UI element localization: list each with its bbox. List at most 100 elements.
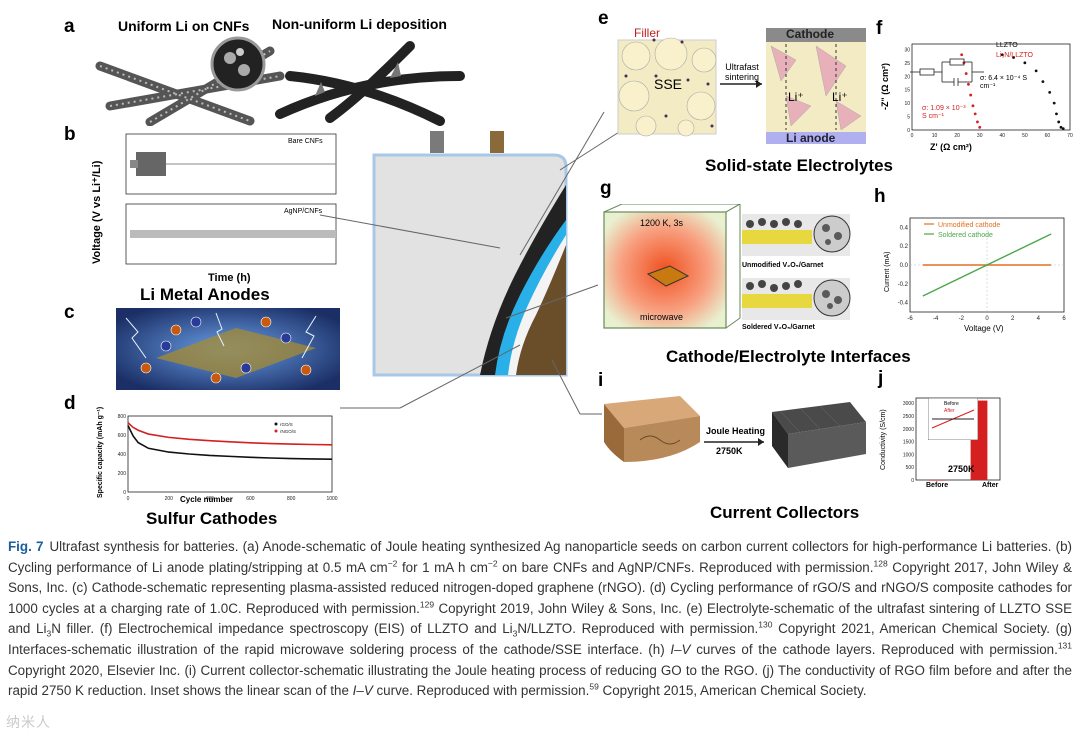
panel-h-xtick-2: -2 [959,316,965,322]
panel-j-label: j [878,368,884,389]
panel-h-ytick-3: -0.2 [898,282,909,288]
panel-f-point-0-3 [1034,69,1038,73]
caption-part-7: 129 [419,599,435,610]
panel-d-ytick-4: 0 [123,490,126,496]
panel-h-xtick-1: -4 [933,316,939,322]
caption-body: Ultrafast synthesis for batteries. (a) A… [8,539,1072,698]
panel-e-label: e [598,8,609,29]
panel-d-xtick-4: 800 [287,496,296,502]
panel-a-fiber-schematic [95,36,465,126]
panel-g-unmodified: Unmodified V₂O₅/Garnet [742,262,824,269]
panel-d-legend-marker-0 [274,422,278,426]
panel-f-frame [911,43,1071,131]
panel-h-ytick-2: 0.0 [900,263,909,269]
panel-j-ytick-1: 2500 [903,414,914,420]
caption-part-10: N filler. (f) Electrochemical impedance … [51,621,513,637]
panel-f-ytick-3: 15 [904,88,910,94]
caption-part-9: 3 [46,629,52,640]
panel-f-x-label: Z' (Ω cm²) [930,142,972,152]
caption-part-18: Copyright 2020, Elsevier Inc. (i) Curren… [8,662,1072,699]
caption-part-3: −2 [487,558,498,569]
caption-part-14: Copyright 2021, American Chemical Societ… [8,621,1072,657]
panel-e-filler: Filler [634,26,660,40]
panel-h-xtick-5: 4 [1037,316,1041,322]
panel-d-ytick-1: 600 [118,433,127,439]
panel-d-ytick-0: 800 [118,414,127,420]
panel-f-circuit-icon [910,58,984,86]
panel-d-xtick-1: 200 [165,496,174,502]
panel-i-label: i [598,370,604,391]
panel-j-ytick-0: 3000 [903,401,914,407]
caption-part-13: 130 [758,619,773,630]
panel-g-microwave-schematic [603,204,851,329]
panel-h-x-label: Voltage (V) [964,324,1004,333]
panel-j-cat-after: After [982,482,999,489]
caption-part-8: Copyright 2019, John Wiley & Sons, Inc. … [8,600,1072,637]
section-cathode-electrolyte-interfaces: Cathode/Electrolyte Interfaces [666,347,911,366]
panel-j-bar-0 [928,480,946,481]
caption-part-17: 131 [1057,640,1073,651]
caption-part-11: 3 [512,629,518,640]
panel-d-xtick-5: 1000 [326,496,337,502]
panel-f-ytick-0: 30 [904,47,910,53]
panel-d-frame [127,415,333,493]
panel-d-ytick-2: 400 [118,452,127,458]
panel-f-y-label: -Z" (Ω cm²) [880,63,890,110]
panel-f-point-0-0 [1000,53,1004,57]
panel-h-xtick-4: 2 [1011,316,1015,322]
panel-e-li-ion-2: Li⁺ [832,90,848,104]
panel-h-legend-unmod: Unmodified cathode [938,222,1001,229]
panel-h-label: h [874,186,886,207]
panel-f-xtick-7: 70 [1067,133,1073,139]
panel-j-inset-iv [928,398,978,440]
caption-part-5: 128 [873,558,888,569]
panel-f-point-0-10 [1061,127,1065,131]
panel-j-ytick-2: 2000 [903,427,914,433]
panel-f-point-0-2 [1023,61,1027,65]
panel-d-legend-marker-1 [274,429,278,433]
panel-h-xtick-0: -6 [907,316,913,322]
watermark: 纳米人 [6,714,51,730]
panel-j-ytick-3: 1500 [903,440,914,446]
panel-b-label: b [64,124,76,145]
connector-lines [319,111,605,415]
panel-f-point-1-3 [967,82,970,86]
panel-f-sigma-black: σ: 6.4 × 10⁻⁴ S cm⁻¹ [980,75,1028,90]
panel-h-series-1 [922,233,1052,297]
caption-part-2: for 1 mA h cm [397,559,488,575]
panel-d-ytick-3: 200 [118,471,127,477]
panel-b-chart [125,133,337,265]
panel-c-plasma-graphene-image [116,308,340,390]
panel-f-point-1-8 [978,125,982,129]
panel-f-point-1-0 [960,53,964,57]
panel-d-xtick-0: 0 [127,496,130,502]
panel-b-x-label: Time (h) [208,272,251,284]
panel-j-ytick-4: 1000 [903,452,914,458]
panel-f-legend-li3n: Li₃N/LLZTO [996,52,1033,59]
panel-e-li-ion-1: Li⁺ [788,90,804,104]
panel-j-inset-legend-before: Before [944,401,959,407]
panel-f-ytick-4: 10 [904,101,910,107]
panel-i-arrow-bottom: 2750K [716,446,743,456]
panel-j-ytick-6: 0 [911,478,914,484]
battery-schematic [372,127,625,377]
panel-f-point-0-1 [1012,56,1015,59]
panel-f-label: f [876,18,883,39]
panel-j-ytick-5: 500 [906,465,915,471]
panel-j-y-label: Conductivity (S/cm) [880,409,887,470]
panel-d-legend-1: rNGO/S [280,429,296,434]
panel-f-point-1-2 [964,72,968,75]
panel-d-label: d [64,393,76,414]
panel-d-x-label: Cycle number [180,495,233,504]
panel-d-series-0 [127,425,333,461]
panel-f-point-0-6 [1052,101,1056,105]
caption-part-20: curve. Reproduced with permission. [372,683,590,699]
panel-f-sigma-red: σ: 1.09 × 10⁻³ S cm⁻¹ [922,105,966,120]
panel-g-microwave: microwave [640,312,684,322]
panel-i-joule-schematic [604,396,866,468]
panel-f-ytick-5: 5 [907,115,910,121]
caption-part-16: curves of the cathode layers. Reproduced… [690,641,1058,657]
